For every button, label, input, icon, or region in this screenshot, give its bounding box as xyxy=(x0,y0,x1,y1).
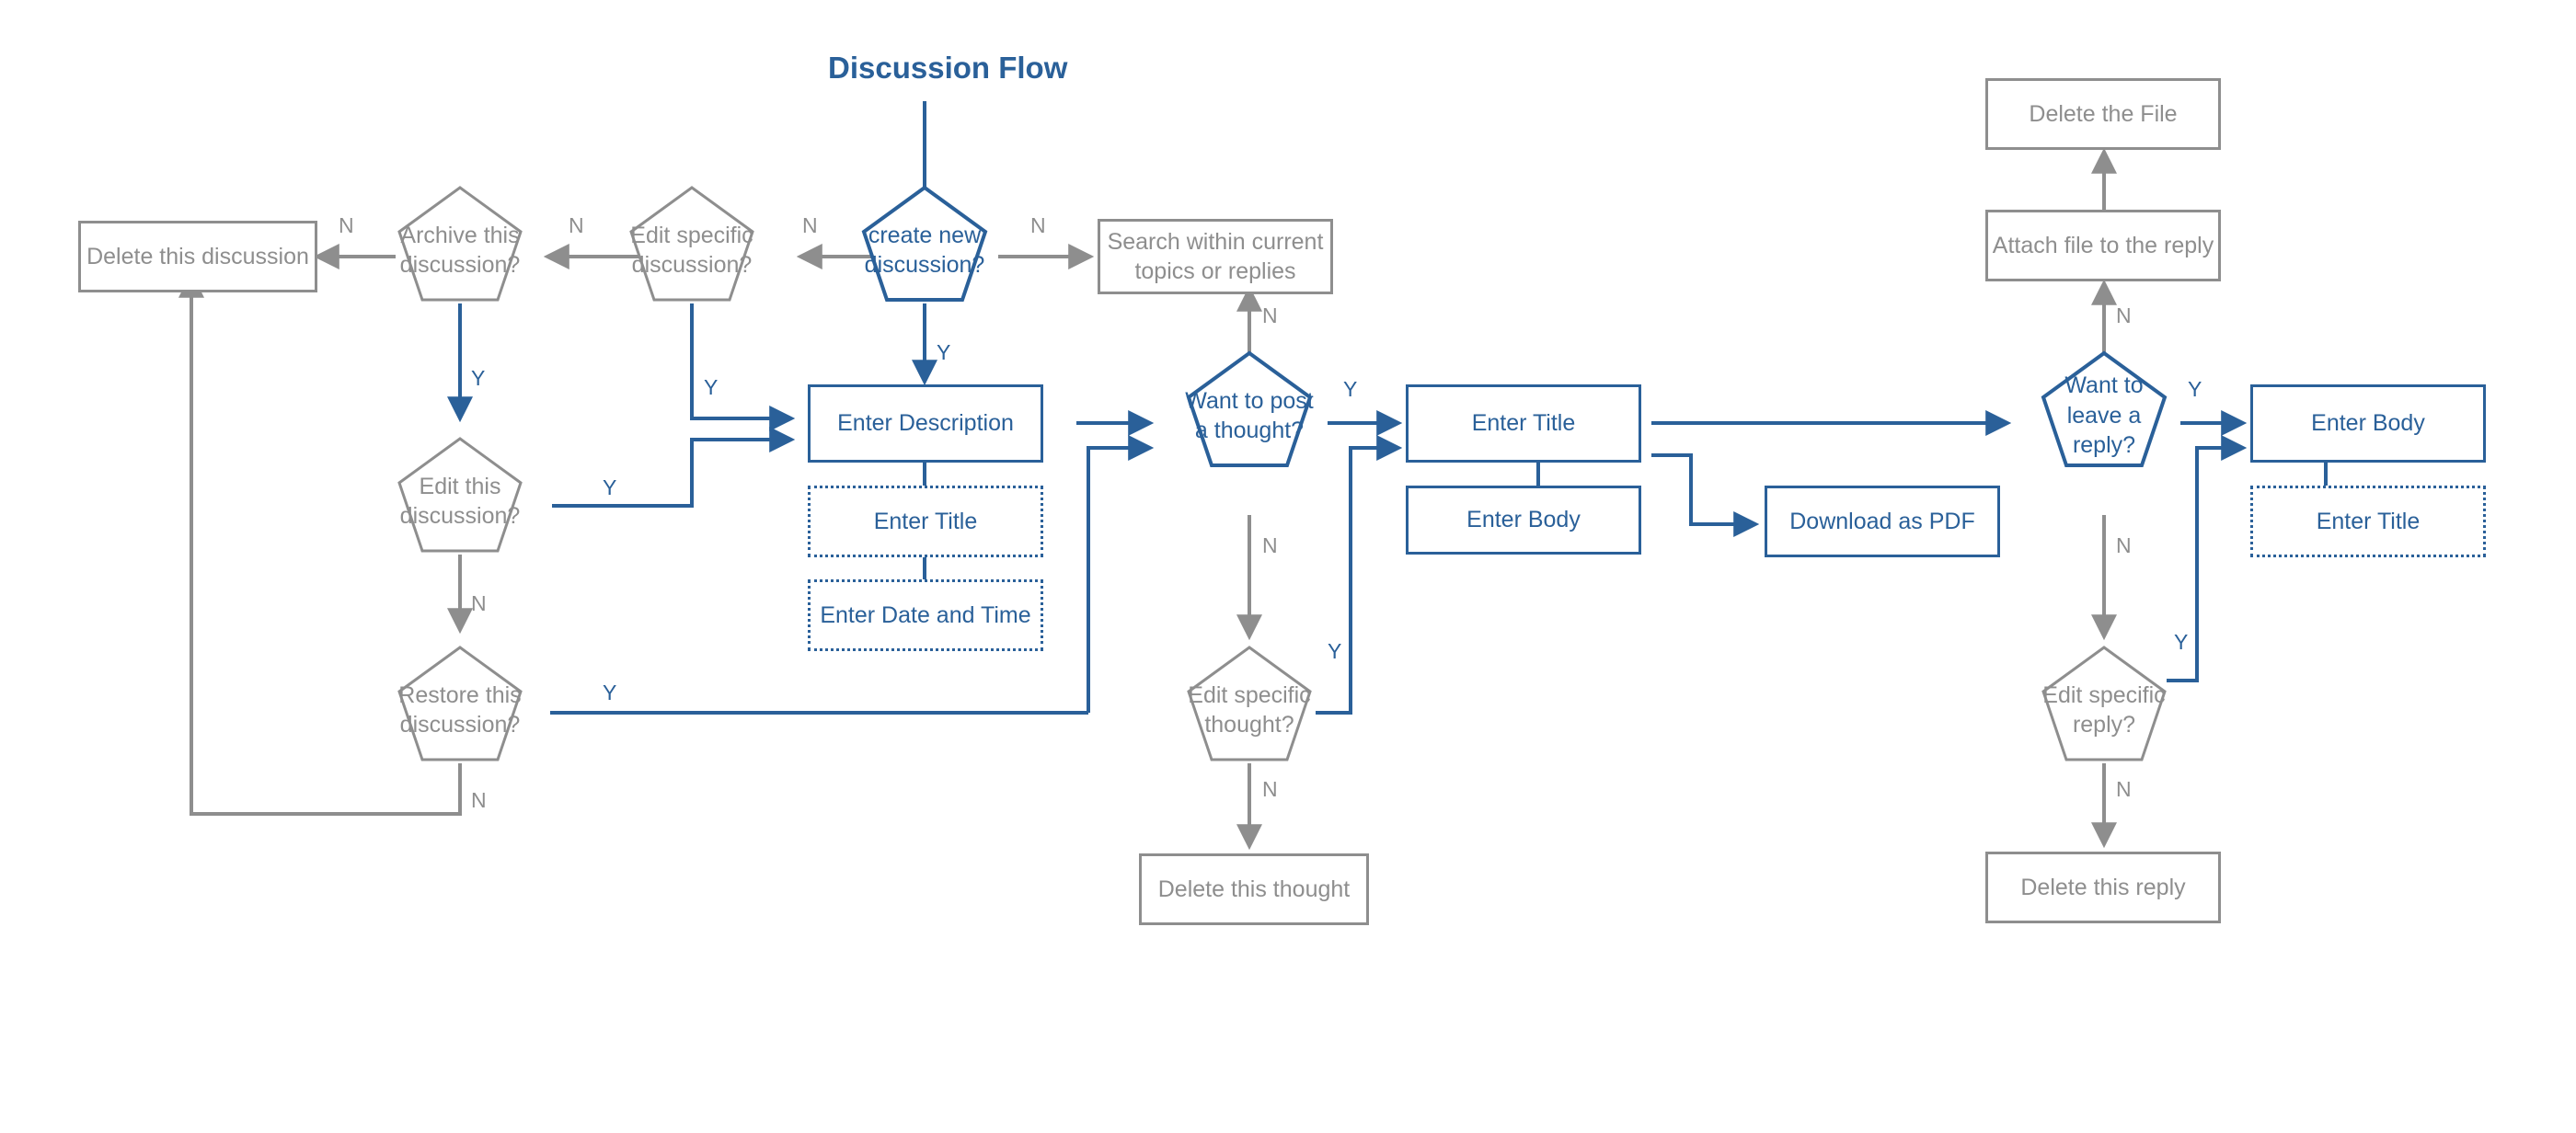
pentagon-shape xyxy=(397,646,523,761)
node-label: Search within current topics or replies xyxy=(1107,228,1324,285)
edge-label-wantreply-yes: Y xyxy=(2188,377,2202,401)
pentagon-shape xyxy=(2041,350,2168,467)
node-reply-enter-body[interactable]: Enter Body xyxy=(2250,384,2486,463)
edge-label-wantreply-no-up: N xyxy=(2116,303,2132,327)
node-label: Enter Body xyxy=(1466,507,1581,533)
edge-label-createnew-to-editspecific: N xyxy=(802,213,818,237)
edge-label-editthisdiscussion-yes: Y xyxy=(603,475,617,499)
node-want-to-leave-a-reply[interactable]: Want to leave a reply? xyxy=(2040,349,2168,469)
node-want-to-post-a-thought[interactable]: Want to post a thought? xyxy=(1185,349,1314,469)
node-label: Want to leave a reply? xyxy=(2064,372,2144,459)
node-label: Edit this discussion? xyxy=(399,473,521,530)
node-label: Restore this discussion? xyxy=(398,681,522,738)
pentagon-shape xyxy=(1187,646,1312,761)
node-delete-this-reply[interactable]: Delete this reply xyxy=(1985,852,2221,923)
node-label: Archive this discussion? xyxy=(399,222,521,279)
edge-label-editthought-yes: Y xyxy=(1328,639,1342,663)
edge-label-editthisdiscussion-no: N xyxy=(471,591,487,615)
node-label: Enter Title xyxy=(1471,410,1576,437)
page-title: Discussion Flow xyxy=(828,51,1068,85)
edge-label-wantreply-no-down: N xyxy=(2116,533,2132,557)
edge-label-editspecificdiscussion-yes: Y xyxy=(704,375,719,399)
edge-label-createnew-yes: Y xyxy=(937,340,951,364)
pentagon-shape xyxy=(629,186,754,302)
node-create-new-discussion[interactable]: create new discussion? xyxy=(860,184,989,303)
edge-label-wantpost-yes: Y xyxy=(1343,377,1358,401)
pentagon-shape xyxy=(2041,646,2167,761)
node-label: Edit specific discussion? xyxy=(630,222,753,279)
node-archive-this-discussion[interactable]: Archive this discussion? xyxy=(396,184,524,303)
node-attach-file-to-the-reply[interactable]: Attach file to the reply xyxy=(1985,210,2221,281)
edge-label-editreply-yes: Y xyxy=(2174,630,2189,654)
node-restore-this-discussion[interactable]: Restore this discussion? xyxy=(396,644,524,763)
node-thought-enter-title[interactable]: Enter Title xyxy=(1406,384,1641,463)
edge-label-editreply-no: N xyxy=(2116,777,2132,801)
pentagon-shape xyxy=(1186,350,1313,467)
node-delete-this-thought[interactable]: Delete this thought xyxy=(1139,853,1369,925)
node-label: Enter Date and Time xyxy=(820,601,1031,628)
node-label: Enter Body xyxy=(2311,410,2425,437)
edge-label-createnew-to-search: N xyxy=(1030,213,1046,237)
edge-label-editspecific-to-archive: N xyxy=(569,213,584,237)
node-enter-date-and-time[interactable]: Enter Date and Time xyxy=(808,579,1043,651)
pentagon-shape xyxy=(397,186,523,302)
edge-label-wantpost-no-down: N xyxy=(1262,533,1278,557)
node-label: Enter Title xyxy=(873,508,978,534)
node-label: Enter Description xyxy=(837,410,1014,437)
edge-label-wantpost-no-up: N xyxy=(1262,303,1278,327)
node-label: Delete the File xyxy=(2029,100,2178,127)
edge-label-restore-no: N xyxy=(471,788,487,812)
node-edit-specific-discussion[interactable]: Edit specific discussion? xyxy=(627,184,756,303)
node-label: Delete this reply xyxy=(2020,874,2186,900)
node-edit-this-discussion[interactable]: Edit this discussion? xyxy=(396,435,524,555)
edge-label-archive-yes: Y xyxy=(471,366,486,390)
node-reply-enter-title[interactable]: Enter Title xyxy=(2250,486,2486,557)
node-edit-specific-thought[interactable]: Edit specific thought? xyxy=(1185,644,1314,763)
node-label: Delete this thought xyxy=(1157,876,1351,902)
node-delete-this-discussion[interactable]: Delete this discussion xyxy=(78,221,317,292)
edge-label-archive-to-delete: N xyxy=(339,213,354,237)
node-enter-description[interactable]: Enter Description xyxy=(808,384,1043,463)
edge-label-restore-yes: Y xyxy=(603,681,617,704)
node-edit-specific-reply[interactable]: Edit specific reply? xyxy=(2040,644,2168,763)
node-label: Attach file to the reply xyxy=(1992,232,2214,258)
node-label: Delete this discussion xyxy=(86,243,309,269)
node-label: Edit specific thought? xyxy=(1188,681,1311,738)
node-thought-enter-body[interactable]: Enter Body xyxy=(1406,486,1641,555)
node-label: Download as PDF xyxy=(1789,508,1975,534)
node-search-topics[interactable]: Search within current topics or replies xyxy=(1098,219,1333,294)
node-download-as-pdf[interactable]: Download as PDF xyxy=(1765,486,2000,557)
pentagon-shape xyxy=(397,437,523,553)
node-label: Want to post a thought? xyxy=(1185,387,1314,444)
node-delete-the-file[interactable]: Delete the File xyxy=(1985,78,2221,150)
pentagon-shape xyxy=(861,185,988,302)
node-label: Edit specific reply? xyxy=(2042,681,2166,738)
node-label: Enter Title xyxy=(2316,508,2421,534)
edge-label-editthought-no: N xyxy=(1262,777,1278,801)
node-label: create new discussion? xyxy=(864,222,985,279)
node-enter-title-description[interactable]: Enter Title xyxy=(808,486,1043,557)
